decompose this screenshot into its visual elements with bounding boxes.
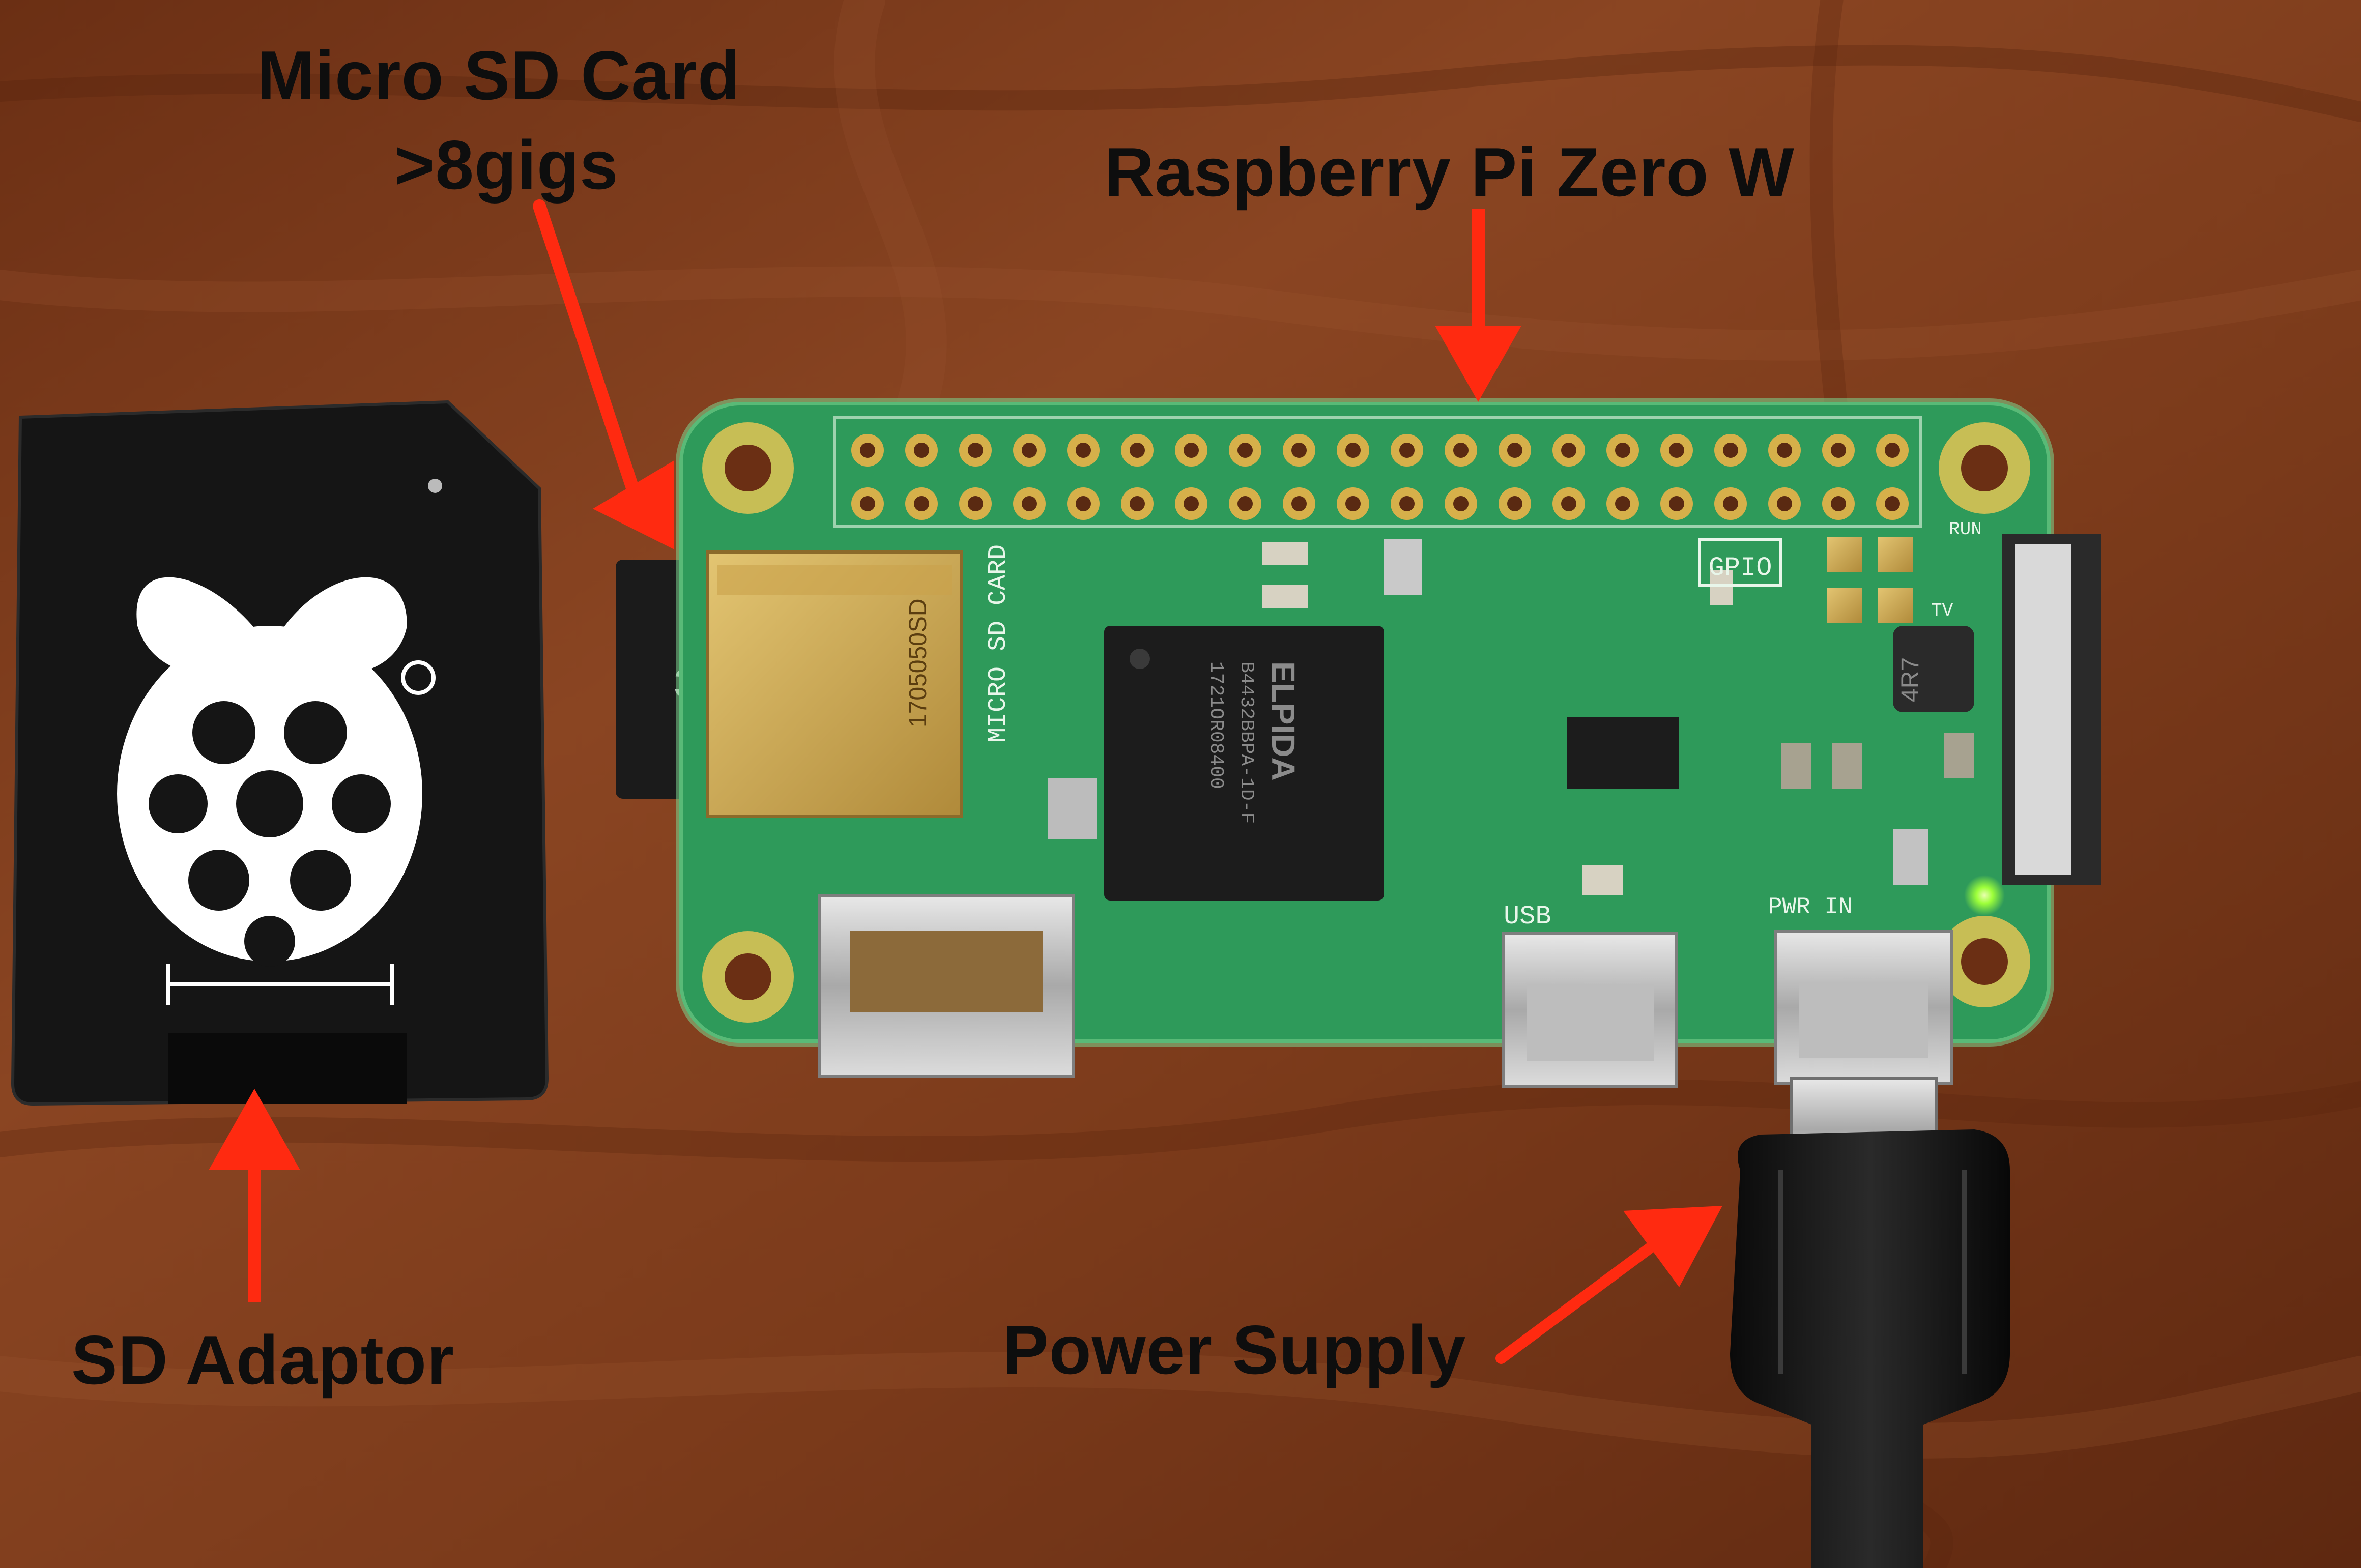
gpio-pin-hole [1345, 443, 1361, 458]
gpio-pin-hole [1237, 496, 1253, 511]
annotation-arrows [209, 199, 1722, 1364]
gpio-pin-hole [914, 443, 929, 458]
gpio-pin-hole [1399, 443, 1415, 458]
gpio-pin-hole [1453, 496, 1469, 511]
gpio-pin-hole [1022, 443, 1037, 458]
silk-tv: TV [1931, 600, 1953, 621]
gpio-pin-hole [1453, 443, 1469, 458]
inductor-marking: 4R7 [1897, 657, 1924, 702]
mounting-holes [702, 422, 2030, 1023]
label-micro-sd-card: Micro SD Card >8gigs [257, 41, 740, 199]
chip-brand: ELPIDA [1265, 661, 1302, 781]
label-sd-adaptor: SD Adaptor [71, 1321, 454, 1399]
gpio-pin-hole [1777, 443, 1792, 458]
gpio-pin-hole [1615, 443, 1630, 458]
gpio-pin-hole [1831, 496, 1846, 511]
gpio-pin-hole [1777, 496, 1792, 511]
gpio-pin-hole [1345, 496, 1361, 511]
chip-line2: 1721OR08400 [1205, 661, 1227, 789]
smd-components [1048, 539, 1974, 895]
gpio-pin-hole [1022, 496, 1037, 511]
gpio-pin-hole [1076, 443, 1091, 458]
micro-usb-power-port [1774, 930, 1953, 1085]
gpio-pin-hole [1831, 443, 1846, 458]
gpio-pin-hole [1507, 443, 1522, 458]
gpio-pin-hole [1669, 496, 1684, 511]
micro-usb-data-port [1502, 932, 1678, 1088]
gpio-pin-hole [1076, 496, 1091, 511]
gpio-pin-hole [968, 496, 983, 511]
arrow-raspberry-pi [1435, 209, 1521, 402]
arrow-micro-sd [533, 199, 674, 549]
gpio-pin-hole [1885, 496, 1900, 511]
gpio-pin-hole [1184, 496, 1199, 511]
gpio-pin-hole [1291, 496, 1307, 511]
gpio-pin-hole [1130, 443, 1145, 458]
gpio-pin-hole [1723, 443, 1738, 458]
micro-sd-slot [706, 550, 963, 818]
label-micro-sd-size: >8gigs [394, 126, 619, 204]
silk-gpio: GPIO [1709, 553, 1772, 583]
inductor [1893, 626, 1974, 712]
gpio-pin-hole [1184, 443, 1199, 458]
power-led [1964, 875, 2005, 916]
gpio-pins [851, 434, 1909, 520]
raspberry-logo [117, 577, 422, 962]
gpio-pin-hole [1291, 443, 1307, 458]
silk-pwr-in: PWR IN [1768, 894, 1853, 920]
mini-hdmi-port [818, 894, 1075, 1078]
silk-run: RUN [1949, 519, 1982, 540]
gpio-pin-hole [1561, 443, 1576, 458]
gpio-pin-hole [1399, 496, 1415, 511]
sd-card-lot: 1705050SD [905, 598, 932, 728]
arrow-sd-adaptor [209, 1089, 300, 1302]
gpio-pin-hole [914, 496, 929, 511]
wifi-chip [1567, 717, 1679, 789]
raspberry-pi-zero-w-board: 1705050SD MICRO SD CARD ELPIDA B4432BBPA… [676, 398, 2101, 1088]
sd-adaptor [11, 400, 549, 1106]
gpio-pin-hole [860, 496, 875, 511]
gpio-pin-hole [1885, 443, 1900, 458]
gpio-pin-hole [1615, 496, 1630, 511]
gpio-pin-hole [860, 443, 875, 458]
elpida-ram-chip: ELPIDA B4432BBPA-1D-F 1721OR08400 [1104, 626, 1384, 901]
gpio-pin-hole [1237, 443, 1253, 458]
gpio-pin-hole [1130, 496, 1145, 511]
gpio-pin-hole [1561, 496, 1576, 511]
gpio-pin-hole [1723, 496, 1738, 511]
power-cable [1730, 1077, 2010, 1568]
gpio-pin-hole [1669, 443, 1684, 458]
label-raspberry-pi: Raspberry Pi Zero W [1104, 133, 1795, 211]
chip-line1: B4432BBPA-1D-F [1235, 661, 1257, 824]
label-micro-sd-title: Micro SD Card [257, 37, 741, 114]
silk-usb: USB [1504, 902, 1551, 932]
gpio-pin-hole [1507, 496, 1522, 511]
arrow-power-supply [1495, 1206, 1722, 1364]
gpio-header [833, 416, 1922, 528]
silk-micro-sd: MICRO SD CARD [984, 544, 1013, 743]
label-power-supply: Power Supply [1002, 1311, 1466, 1388]
gpio-pin-hole [968, 443, 983, 458]
